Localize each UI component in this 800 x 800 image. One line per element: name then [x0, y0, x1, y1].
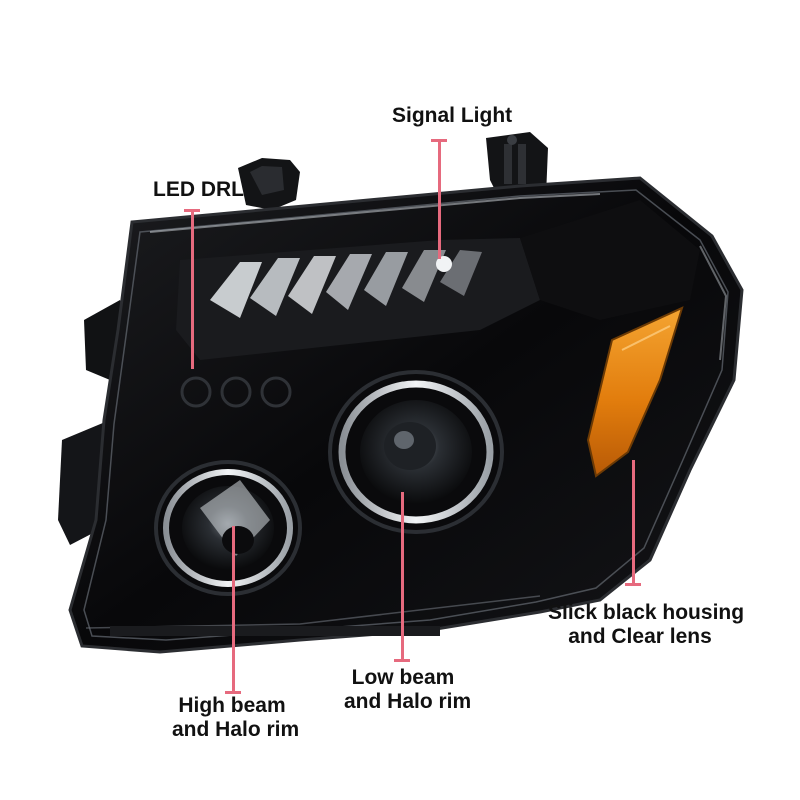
low-beam-pointer-cap	[394, 659, 410, 662]
led-drl-label: LED DRL	[153, 178, 244, 202]
drl-reflector	[176, 238, 540, 360]
mounting-tab-left	[238, 158, 300, 210]
led-drl-text: LED DRL	[153, 178, 244, 201]
housing-line-2: and Clear lens	[568, 625, 712, 648]
signal-light-label: Signal Light	[392, 104, 513, 128]
high-beam-projector	[154, 460, 302, 596]
led-drl-pointer	[191, 209, 194, 369]
low-beam-pointer	[401, 492, 404, 660]
housing-label: Slick black housing and Clear lens	[548, 601, 745, 649]
low-beam-line-1: Low beam	[351, 666, 455, 689]
high-beam-line-1: High beam	[178, 694, 286, 717]
low-beam-line-2: and Halo rim	[344, 690, 472, 713]
low-beam-projector	[328, 370, 504, 534]
amber-signal-lens	[586, 306, 684, 478]
high-beam-line-2: and Halo rim	[172, 718, 300, 741]
clear-lens	[83, 189, 729, 641]
signal-light-pointer	[438, 139, 441, 259]
housing-line-1: Slick black housing	[548, 601, 745, 624]
housing-pointer-cap	[625, 583, 641, 586]
signal-light-text: Signal Light	[392, 104, 513, 127]
high-beam-pointer-cap	[225, 691, 241, 694]
high-beam-label: High beam and Halo rim	[172, 694, 300, 742]
mounting-tab-right	[486, 132, 548, 200]
high-beam-pointer	[232, 526, 235, 692]
low-beam-label: Low beam and Halo rim	[344, 666, 472, 714]
housing-pointer	[632, 460, 635, 584]
led-drl-row	[180, 376, 292, 408]
